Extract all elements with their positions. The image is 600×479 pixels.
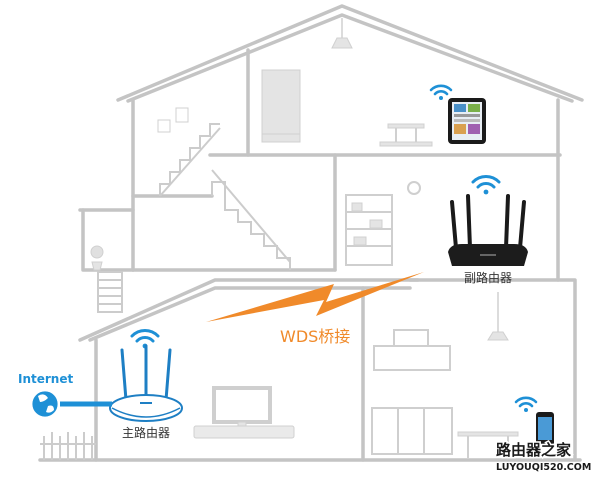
staircase <box>97 123 291 313</box>
watermark-title: 路由器之家 <box>496 441 571 459</box>
house-outline <box>38 4 584 462</box>
main-router-label: 主路由器 <box>122 425 170 440</box>
phone-icon <box>536 412 554 446</box>
wifi-icon <box>429 84 453 100</box>
fence <box>40 432 96 460</box>
router-icon <box>448 194 528 266</box>
wifi-icon <box>471 175 501 195</box>
wifi-icon <box>514 396 538 412</box>
watermark-url: LUYOUQI520.COM <box>496 462 591 473</box>
wds-label: WDS桥接 <box>280 327 350 346</box>
router-icon <box>109 344 183 422</box>
internet-label: Internet <box>18 372 73 386</box>
furniture <box>90 18 519 458</box>
lightning-icon <box>206 272 424 322</box>
sub-router-label: 副路由器 <box>464 270 512 285</box>
tablet-icon <box>448 98 486 144</box>
watermark: 路由器之家 LUYOUQI520.COM <box>495 440 593 475</box>
globe-icon <box>31 390 59 418</box>
